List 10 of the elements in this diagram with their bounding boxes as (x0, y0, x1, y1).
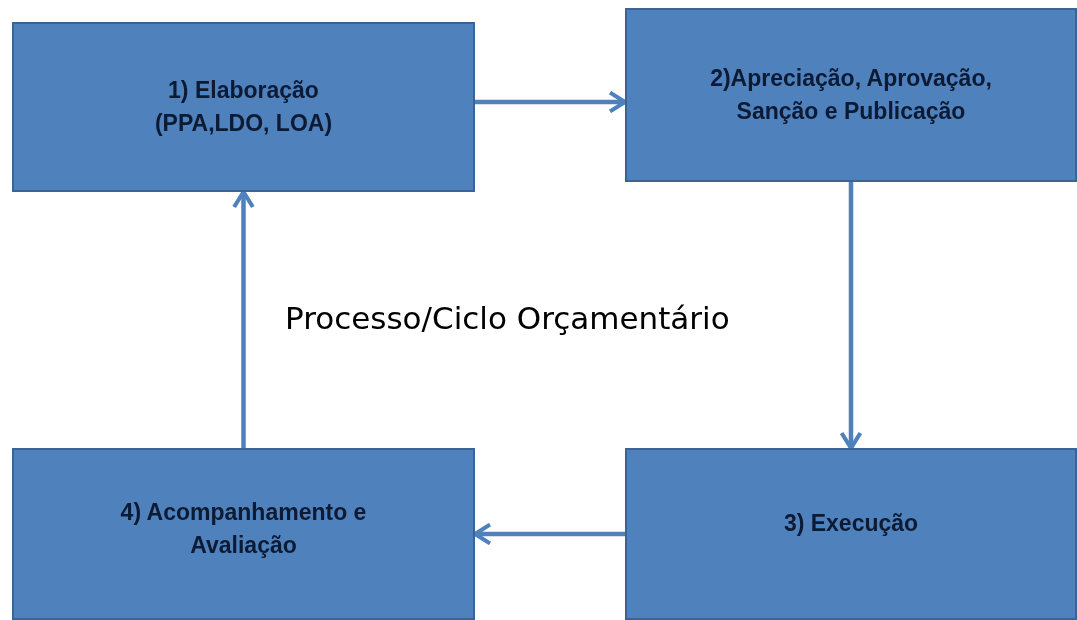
process-box (625, 448, 1077, 620)
step-label: 4) Acompanhamento e Avaliação (119, 497, 368, 560)
arrow (839, 182, 863, 451)
process-box (12, 448, 475, 620)
step-label: 1) Elaboração (PPA,LDO, LOA) (153, 75, 334, 138)
process-box (12, 22, 475, 192)
step-label: 3) Execução (783, 509, 919, 539)
step-label: 2)Apreciação, Aprovação, Sanção e Publicação (709, 63, 993, 126)
process-box (625, 8, 1077, 182)
diagram-title: Processo/Ciclo Orçamentário (285, 300, 730, 336)
